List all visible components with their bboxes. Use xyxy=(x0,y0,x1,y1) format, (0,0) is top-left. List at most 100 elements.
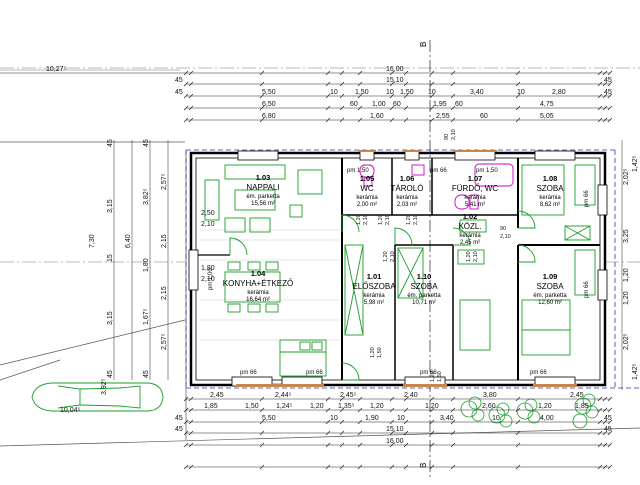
room-floor: kerámia xyxy=(363,293,385,299)
dimension-tick xyxy=(607,93,613,99)
dimension-tick xyxy=(183,117,189,123)
opening-dim: 1,20 xyxy=(370,347,376,358)
dimension-tick xyxy=(339,70,345,76)
dimension-tick xyxy=(515,70,521,76)
dimension-tick xyxy=(183,430,189,436)
room-area: 2,00 m² xyxy=(357,202,377,208)
dim-misc: 2,50 xyxy=(201,210,215,217)
dimension-tick xyxy=(602,464,608,470)
room-1.02: 1.02 KÖZL. kerámia 2,45 m² xyxy=(458,212,481,246)
dim-car-width: 3,92⁵ xyxy=(101,378,108,395)
dim-bottom3: 4,00 xyxy=(540,415,554,422)
dimension-tick xyxy=(339,93,345,99)
windows xyxy=(188,150,608,387)
dim-bottom3: 45 xyxy=(175,415,183,422)
dim-right: 1,20 xyxy=(623,268,630,282)
dimension-tick xyxy=(389,464,395,470)
room-1.06: 1.06 TÁROLÓ kerámia 2,03 m² xyxy=(391,174,424,208)
dimension-tick xyxy=(259,430,265,436)
dimension-tick xyxy=(188,430,194,436)
dim-left-mid: 6,40 xyxy=(125,234,132,248)
dim-row3: 45 xyxy=(604,89,612,96)
dimension-tick xyxy=(403,442,409,448)
dimension-tick xyxy=(403,70,409,76)
opening-dim: 1,50 xyxy=(377,347,383,358)
dimension-tick xyxy=(259,70,265,76)
opening-dim: 1,20 xyxy=(430,371,436,382)
dimension-tick xyxy=(259,93,265,99)
dimension-tick xyxy=(429,407,435,413)
dim-misc: 1,80 xyxy=(201,265,215,272)
room-name: KÖZL. xyxy=(458,222,481,231)
dimension-tick xyxy=(429,93,435,99)
dimension-tick xyxy=(259,442,265,448)
dim-row3: 10 xyxy=(386,89,394,96)
dimension-tick xyxy=(357,70,363,76)
dimension-tick xyxy=(339,464,345,470)
dim-left-inner: 45 xyxy=(143,139,150,147)
opening-dim: 2,10 xyxy=(363,214,369,225)
section-label-bottom: B xyxy=(419,463,428,468)
dimension-tick xyxy=(450,419,456,425)
room-number: 1.04 xyxy=(251,269,266,278)
dimension-tick xyxy=(389,396,395,402)
dimension-tick xyxy=(357,396,363,402)
dim-row1-total: 16,00 xyxy=(386,66,404,73)
dimension-tick xyxy=(515,93,521,99)
dimension-tick xyxy=(602,105,608,111)
dimension-tick xyxy=(389,430,395,436)
room-number: 1.03 xyxy=(256,173,271,182)
dimension-tick xyxy=(389,93,395,99)
opening-dim: 2,10 xyxy=(413,214,419,225)
dimension-tick xyxy=(325,407,331,413)
dimension-tick xyxy=(188,70,194,76)
dimension-tick xyxy=(357,419,363,425)
dimension-ticks xyxy=(183,70,613,470)
dim-bottom1: 2,45 xyxy=(210,392,224,399)
dimension-tick xyxy=(325,442,331,448)
dim-bottom2: 1,85 xyxy=(575,403,589,410)
room-floor: kerámia xyxy=(356,195,378,201)
opening-dim: 2,10 xyxy=(385,214,391,225)
dimension-tick xyxy=(259,105,265,111)
dimension-tick xyxy=(450,117,456,123)
dimension-tick xyxy=(429,442,435,448)
dimension-tick xyxy=(607,117,613,123)
dimension-tick xyxy=(515,464,521,470)
dimension-tick xyxy=(607,430,613,436)
dim-left-outer: 45 xyxy=(107,370,114,378)
dimension-tick xyxy=(259,419,265,425)
room-1.07: 1.07 FÜRDŐ, WC kerámia 5,41 m² xyxy=(452,174,498,208)
opening-dim: 90 xyxy=(444,134,450,140)
dimension-tick xyxy=(389,442,395,448)
dimension-tick xyxy=(597,81,603,87)
room-area: 16,64 m² xyxy=(246,297,270,303)
opening-dim: 2,10 xyxy=(390,251,396,262)
dim-bottom5: 16,00 xyxy=(386,438,404,445)
dimension-tick xyxy=(183,464,189,470)
dim-row1-left: 10,27⁵ xyxy=(46,66,67,73)
room-1.10: 1.10 SZOBA ém. parketta 10,71 m² xyxy=(407,272,441,306)
dimension-tick xyxy=(183,81,189,87)
dimension-tick xyxy=(325,464,331,470)
room-number: 1.09 xyxy=(543,272,558,281)
dimension-tick xyxy=(450,407,456,413)
dim-row5: 60 xyxy=(480,113,488,120)
room-name: WC xyxy=(360,184,374,193)
car-icon xyxy=(31,382,164,412)
dimension-tick xyxy=(325,117,331,123)
dimension-tick xyxy=(450,105,456,111)
dimension-tick xyxy=(325,70,331,76)
room-labels: 1.03 NAPPALI ém. parketta 15,56 m² 1.04 … xyxy=(223,173,568,306)
room-area: 10,71 m² xyxy=(412,300,436,306)
dimension-tick xyxy=(389,419,395,425)
dim-bottom3: 1,90 xyxy=(365,415,379,422)
room-floor: ém. parketta xyxy=(246,194,280,200)
dimension-tick xyxy=(607,419,613,425)
dim-left-outer: 3,15 xyxy=(107,311,114,325)
dimension-tick xyxy=(403,81,409,87)
pm-label: pm 66 xyxy=(584,190,590,207)
room-number: 1.05 xyxy=(360,174,375,183)
dim-bottom2: 1,35⁵ xyxy=(338,403,355,410)
dim-row4: 60 xyxy=(393,101,401,108)
